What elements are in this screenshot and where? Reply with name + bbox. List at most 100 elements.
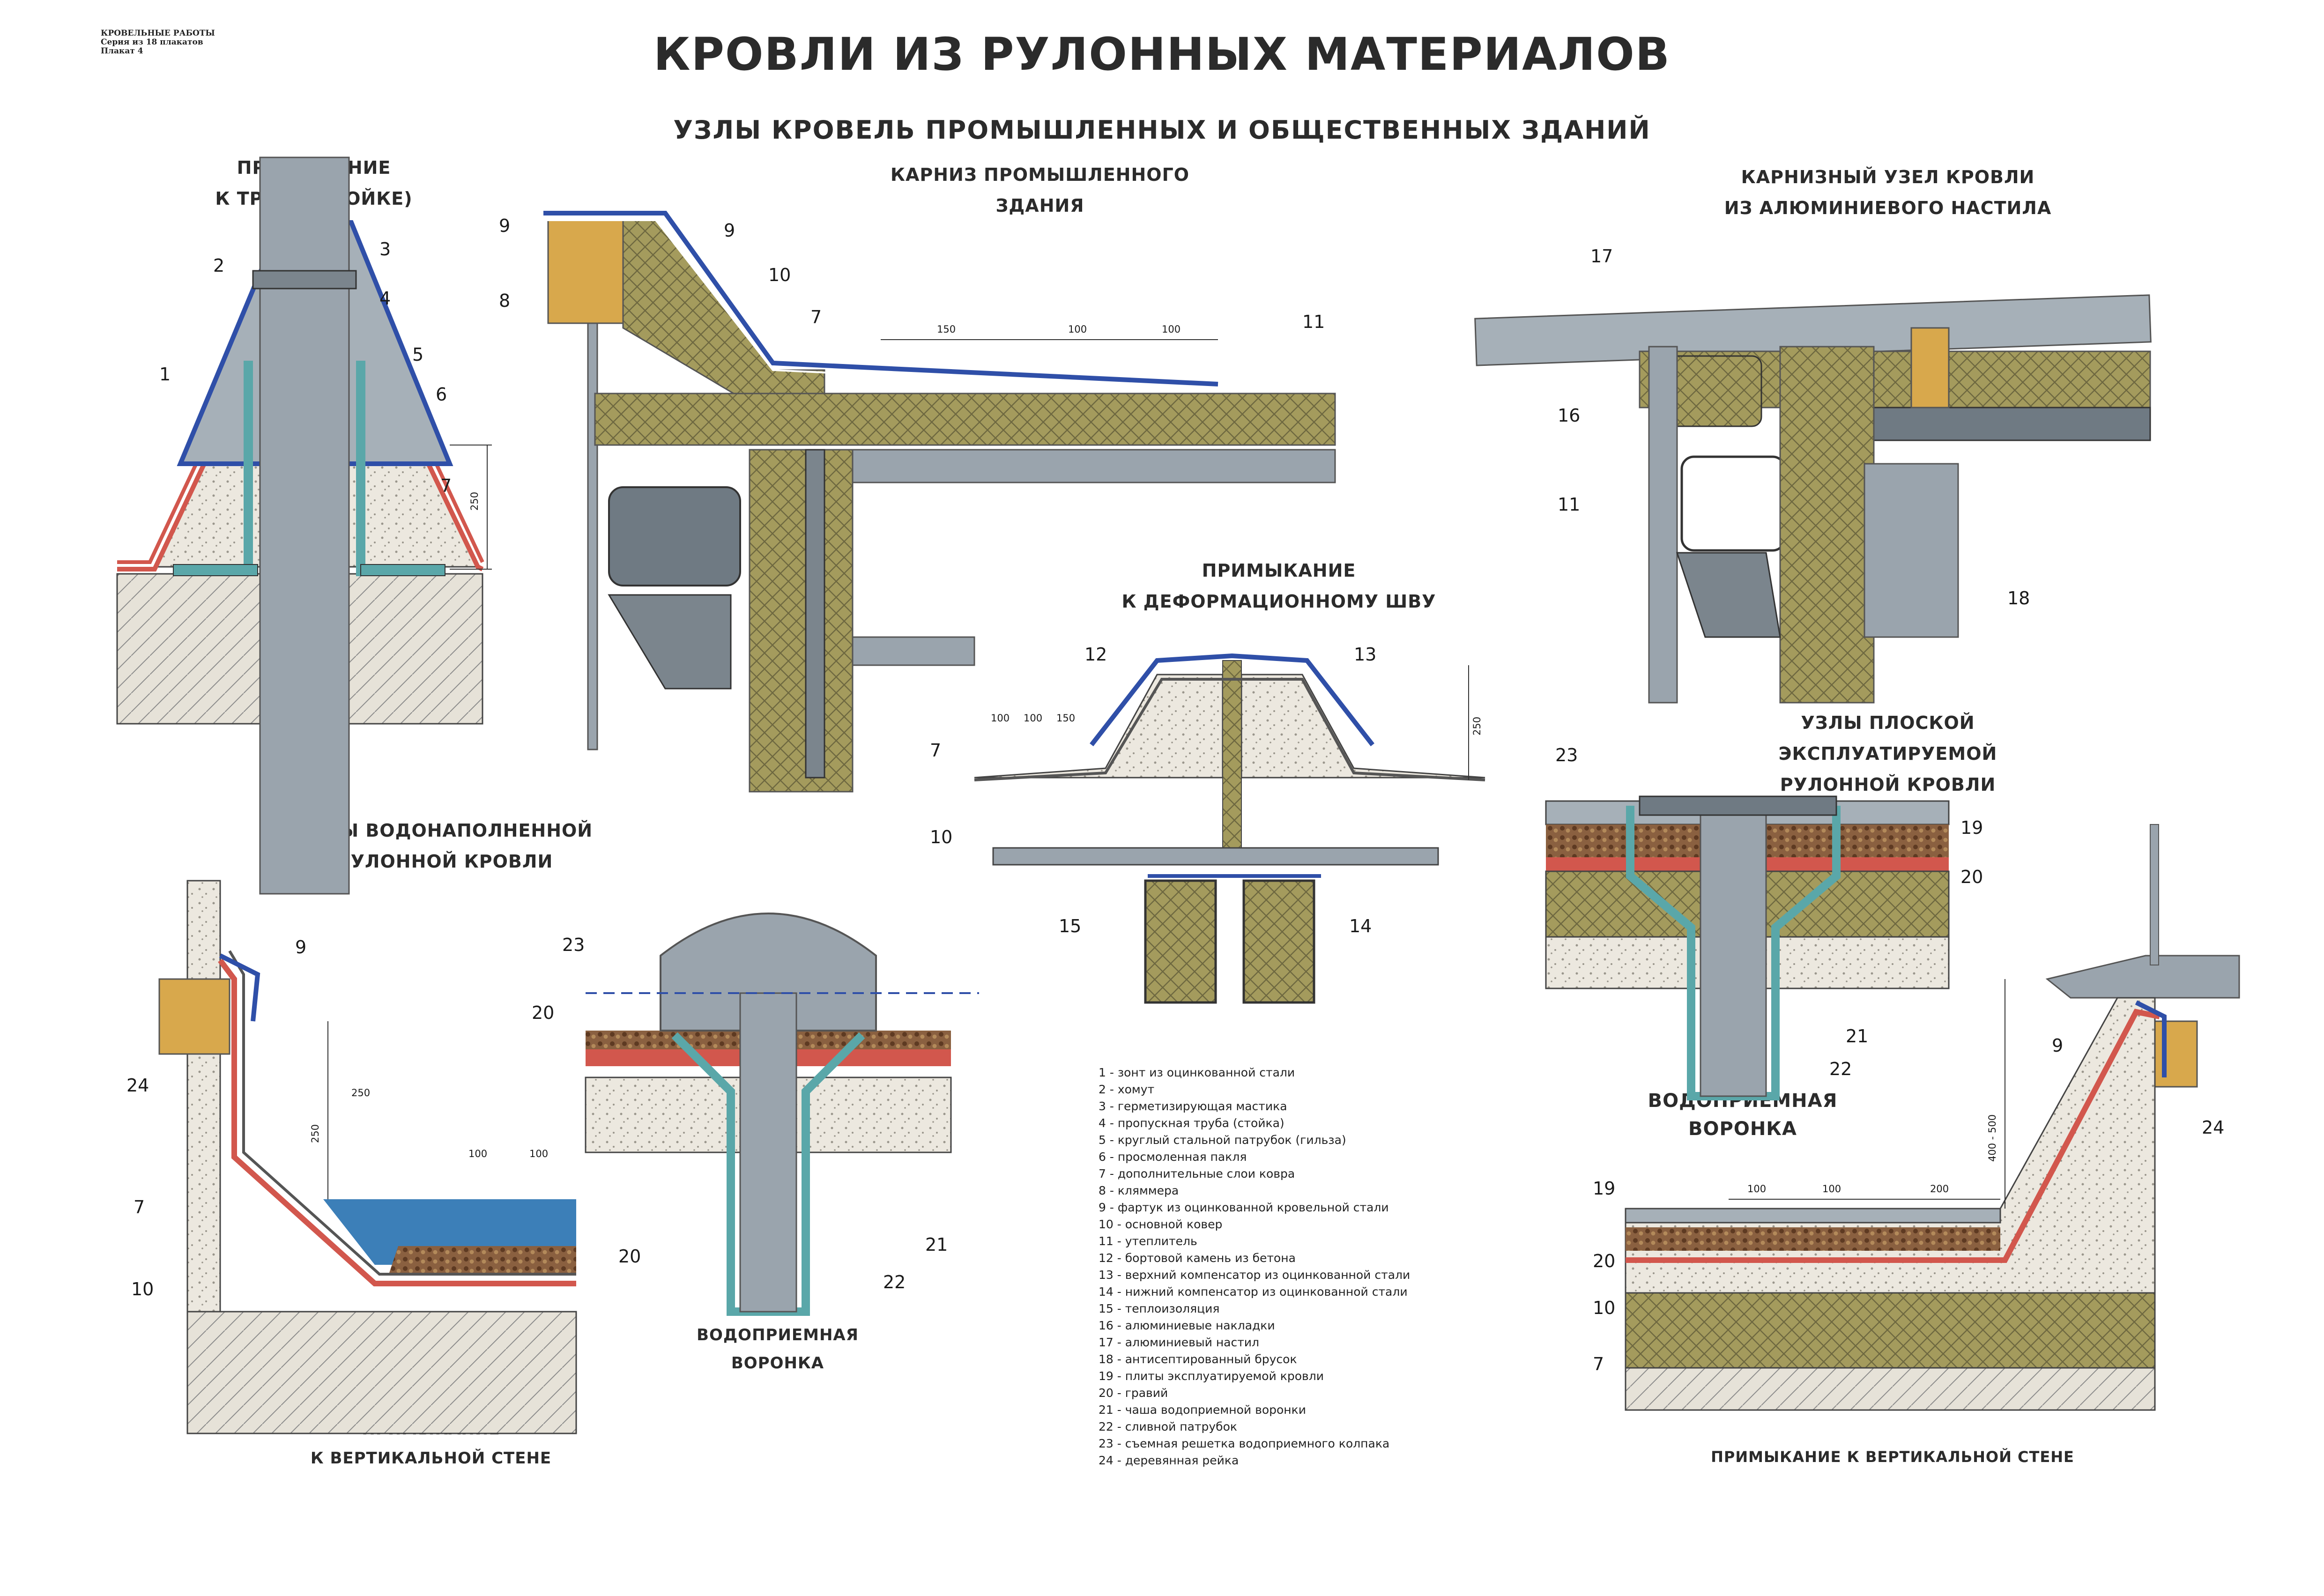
dim-label: 200 (1930, 1183, 1949, 1195)
callout: 9 (295, 937, 306, 958)
callout: 4 (379, 288, 391, 309)
legend: 1 - зонт из оцинкованной стали 2 - хомут… (1099, 1064, 1410, 1469)
legend-item: 17 - алюминиевый настил (1099, 1336, 1260, 1349)
diagram-exploited-roof-wall: 100 100 200 400 - 500 9 24 19 20 10 7 (1593, 824, 2240, 1411)
callout: 7 (930, 740, 941, 761)
caption-line: ВОДОПРИЕМНАЯ (697, 1326, 859, 1344)
callout: 16 (1558, 405, 1580, 426)
series-line: Серия из 18 плакатов (101, 37, 203, 47)
legend-item: 6 - просмоленная пакля (1099, 1150, 1247, 1164)
caption-line: ПРИМЫКАНИЕ (1202, 560, 1356, 581)
callout: 7 (810, 307, 822, 327)
legend-item: 18 - антисептированный брусок (1099, 1352, 1297, 1366)
dim-label: 150 (937, 324, 956, 335)
callout: 9 (499, 215, 510, 236)
caption-line: КАРНИЗ ПРОМЫШЛЕННОГО (890, 164, 1190, 185)
diagram-water-roof-wall: 250 250 100 100 9 24 7 10 20 (126, 880, 641, 1434)
callout: 8 (499, 290, 510, 311)
callout: 20 (618, 1246, 641, 1267)
callouts-eave: 9 8 9 10 7 11 (499, 215, 1325, 332)
dim-label: 100 (1822, 1183, 1841, 1195)
callouts-mid-funnel: 23 20 21 22 (532, 935, 948, 1292)
callout: 20 (532, 1002, 554, 1023)
legend-item: 24 - деревянная рейка (1099, 1454, 1239, 1467)
callouts-water: 9 24 7 10 20 (126, 937, 641, 1299)
callout: 2 (213, 255, 224, 276)
callout: 11 (1558, 494, 1580, 515)
dim-label: 150 (1056, 713, 1075, 724)
callout: 24 (126, 1075, 149, 1096)
caption-line: КАРНИЗНЫЙ УЗЕЛ КРОВЛИ (1741, 167, 2035, 187)
callout: 10 (1593, 1298, 1615, 1318)
callout: 21 (1846, 1026, 1868, 1047)
callout: 10 (768, 265, 791, 285)
caption-line: РУЛОННОЙ КРОВЛИ (337, 851, 553, 872)
callout: 24 (2202, 1117, 2224, 1138)
callout: 23 (1555, 745, 1578, 765)
callout: 12 (1084, 644, 1107, 665)
callout: 19 (1593, 1178, 1615, 1199)
legend-item: 5 - круглый стальной патрубок (гильза) (1099, 1133, 1346, 1147)
caption-funnel-middle: ВОДОПРИЕМНАЯ ВОРОНКА (675, 1321, 881, 1377)
dim-label: 100 (1068, 324, 1087, 335)
legend-item: 23 - съемная решетка водоприемного колпа… (1099, 1437, 1390, 1450)
caption-exploited-roof: УЗЛЫ ПЛОСКОЙ ЭКСПЛУАТИРУЕМОЙ РУЛОННОЙ КР… (1696, 707, 2080, 800)
callout: 19 (1960, 817, 1983, 838)
caption-line: К ДЕФОРМАЦИОННОМУ ШВУ (1121, 591, 1436, 612)
caption-line: ЗДАНИЯ (995, 195, 1084, 216)
series-line: Плакат 4 (101, 46, 143, 56)
series-info: КРОВЕЛЬНЫЕ РАБОТЫ Серия из 18 плакатов П… (101, 29, 215, 56)
dim-label: 250 (469, 492, 480, 511)
callout: 10 (930, 827, 952, 847)
callout: 17 (1590, 246, 1613, 267)
callouts-right-wall: 9 24 19 20 10 7 (1593, 1035, 2224, 1374)
callout: 20 (1593, 1251, 1615, 1271)
legend-item: 9 - фартук из оцинкованной кровельной ст… (1099, 1201, 1389, 1214)
dim-label: 100 (1747, 1183, 1766, 1195)
callout: 14 (1349, 916, 1372, 936)
dim-label: 250 (310, 1124, 321, 1143)
dim-label: 250 (351, 1087, 370, 1099)
callout: 22 (883, 1272, 906, 1292)
legend-item: 2 - хомут (1099, 1083, 1155, 1096)
callout: 13 (1354, 644, 1376, 665)
legend-item: 8 - кляммера (1099, 1184, 1179, 1197)
legend-item: 10 - основной ковер (1099, 1217, 1223, 1231)
diagram-aluminium-eave: 17 16 11 18 (1474, 246, 2152, 704)
caption-wall-right: ПРИМЫКАНИЕ К ВЕРТИКАЛЬНОЙ СТЕНЕ (1686, 1443, 2099, 1471)
dim-label: 100 (991, 713, 1010, 724)
caption-eave: КАРНИЗ ПРОМЫШЛЕННОГО ЗДАНИЯ (881, 159, 1199, 221)
callout: 18 (2007, 588, 2030, 609)
legend-item: 14 - нижний компенсатор из оцинкованной … (1099, 1285, 1408, 1299)
dim-label: 400 - 500 (1987, 1114, 1998, 1162)
poster-title: КРОВЛИ ИЗ РУЛОННЫХ МАТЕРИАЛОВ (653, 28, 1671, 81)
caption-line: ПРИМЫКАНИЕ К ВЕРТИКАЛЬНОЙ СТЕНЕ (1711, 1448, 2074, 1466)
callout: 9 (724, 220, 735, 241)
legend-item: 12 - бортовой камень из бетона (1099, 1251, 1296, 1265)
diagram-deformation-joint: 100 100 150 250 12 13 7 10 15 14 (930, 644, 1485, 1004)
diagram-middle-funnel: 23 20 21 22 (532, 913, 979, 1316)
legend-item: 20 - гравий (1099, 1386, 1168, 1400)
callout: 20 (1960, 867, 1983, 887)
legend-item: 11 - утеплитель (1099, 1234, 1197, 1248)
caption-line: РУЛОННОЙ КРОВЛИ (1780, 774, 1996, 795)
caption-deformation-joint: ПРИМЫКАНИЕ К ДЕФОРМАЦИОННОМУ ШВУ (1115, 555, 1443, 617)
caption-line: УЗЛЫ ПЛОСКОЙ ЭКСПЛУАТИРУЕМОЙ (1778, 713, 1997, 764)
caption-line: ИЗ АЛЮМИНИЕВОГО НАСТИЛА (1724, 198, 2052, 218)
dim-label: 100 (1162, 324, 1181, 335)
callout: 15 (1059, 916, 1081, 936)
callout: 6 (436, 384, 447, 405)
diagram-exploited-roof-funnel: 23 19 20 21 22 (1545, 745, 1983, 1100)
callouts-alu: 17 16 11 18 (1558, 246, 2030, 609)
legend-item: 1 - зонт из оцинкованной стали (1099, 1066, 1295, 1079)
caption-funnel-right: ВОДОПРИЕМНАЯ ВОРОНКА (1630, 1087, 1855, 1143)
caption-alu-eave: КАРНИЗНЫЙ УЗЕЛ КРОВЛИ ИЗ АЛЮМИНИЕВОГО НА… (1696, 162, 2080, 223)
callout: 11 (1302, 312, 1325, 332)
callout: 7 (440, 475, 452, 496)
callout: 10 (131, 1279, 154, 1299)
callout: 3 (379, 239, 391, 260)
callout: 5 (412, 344, 423, 365)
caption-line: ВОРОНКА (1688, 1118, 1797, 1140)
caption-line: К ВЕРТИКАЛЬНОЙ СТЕНЕ (310, 1449, 552, 1468)
series-line: КРОВЕЛЬНЫЕ РАБОТЫ (101, 29, 215, 38)
